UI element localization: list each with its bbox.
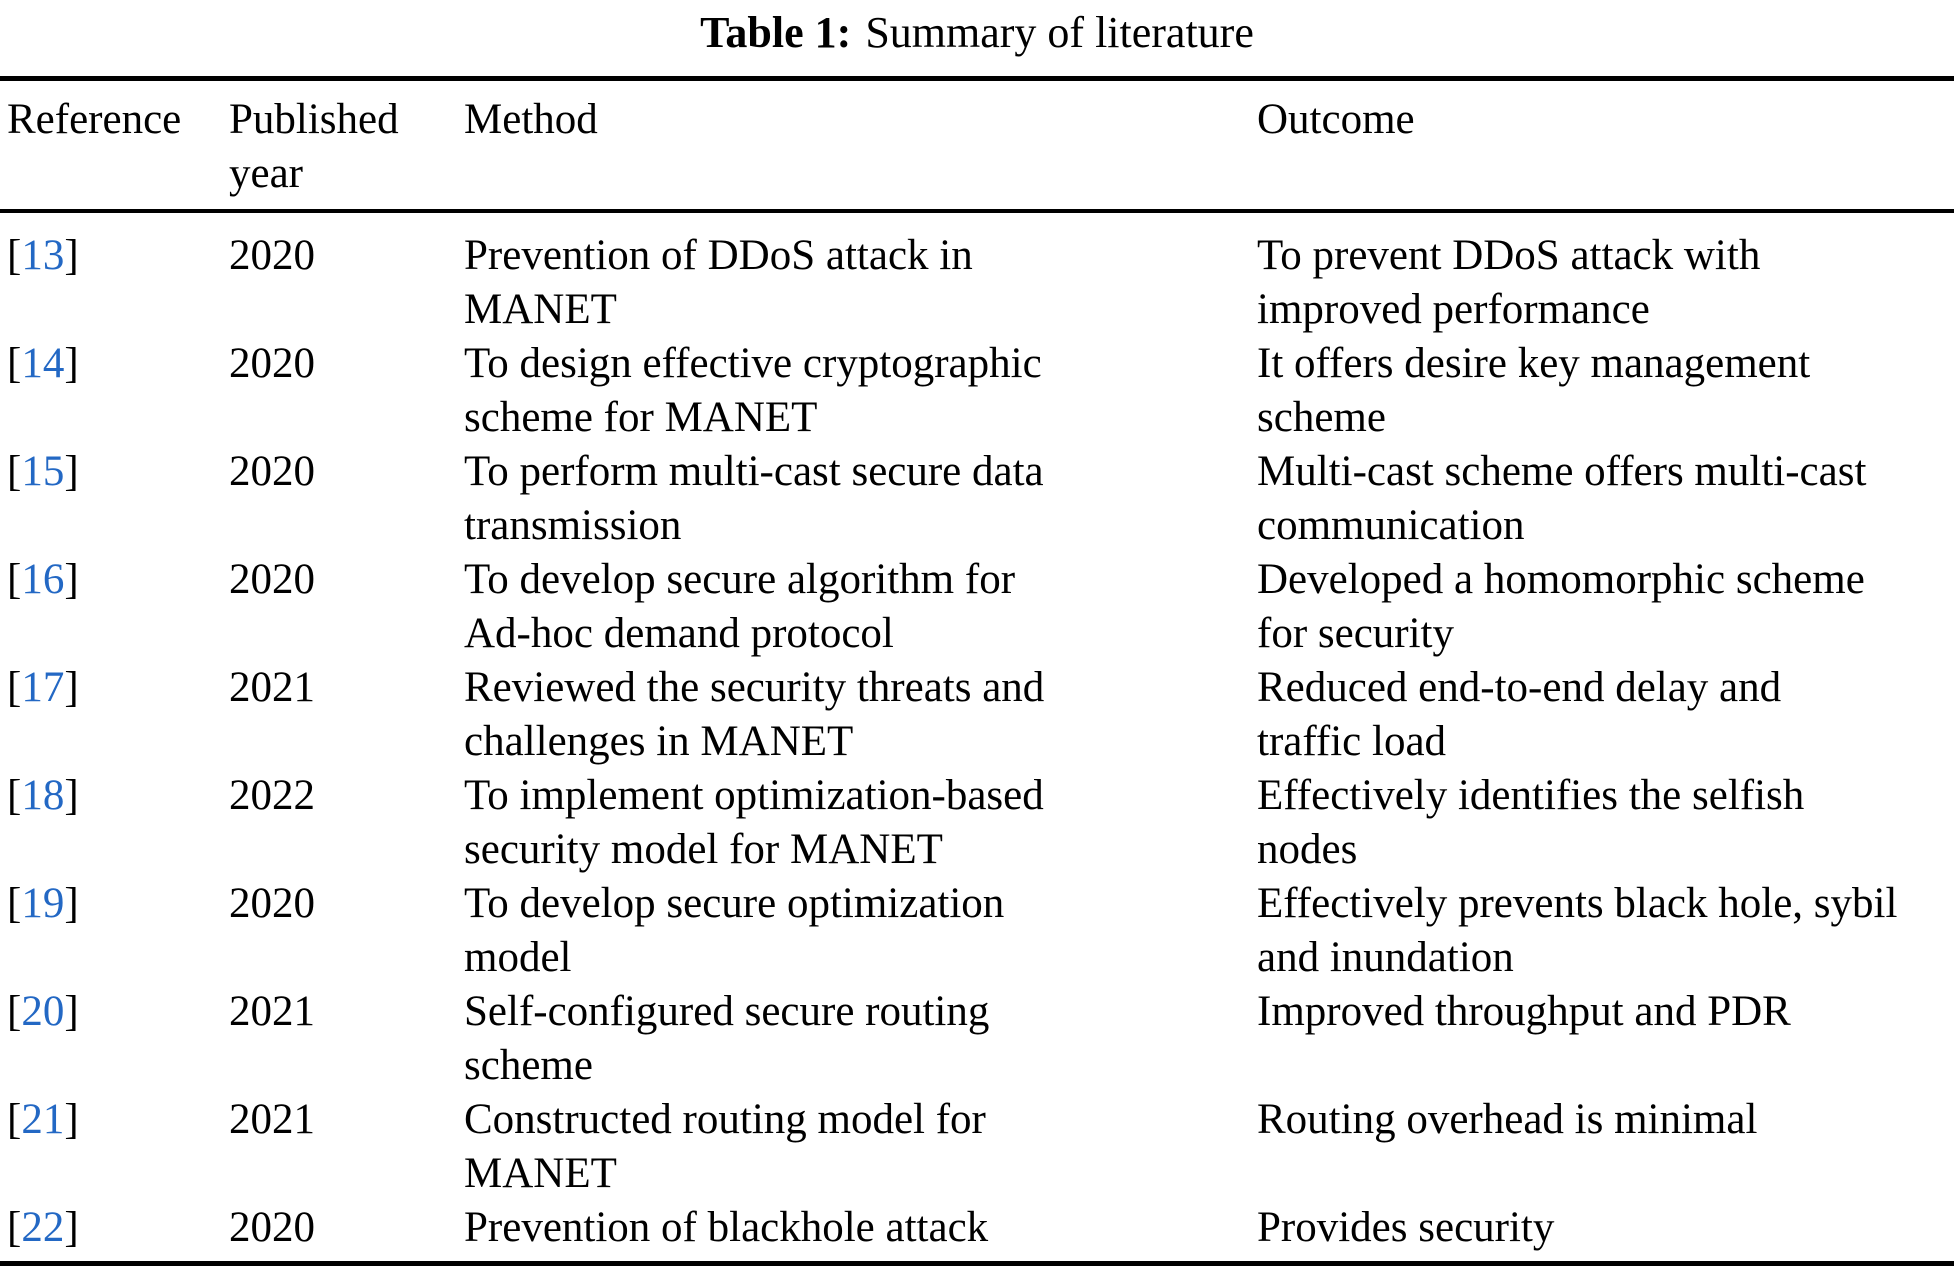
year-cell: 2020: [229, 1204, 315, 1251]
citation-bracket-close: ]: [64, 880, 79, 927]
citation-link[interactable]: 16: [21, 556, 65, 603]
citation-link[interactable]: 18: [21, 772, 65, 819]
table-row: [22] 2020 Prevention of blackhole attack…: [0, 1201, 1954, 1264]
citation-link[interactable]: 14: [21, 340, 65, 387]
table-row: [19] 2020 To develop secure optimization…: [0, 877, 1954, 985]
citation-bracket-close: ]: [64, 664, 79, 711]
table-caption-title: Summary of literature: [865, 8, 1254, 57]
year-cell: 2020: [229, 448, 315, 495]
citation-link[interactable]: 15: [21, 448, 65, 495]
method-cell: Constructed routing model for MANET: [464, 1096, 986, 1197]
method-cell: Prevention of blackhole attack: [464, 1204, 989, 1251]
citation-bracket-open: [: [7, 664, 22, 711]
method-cell: To develop secure algorithm for Ad-hoc d…: [464, 556, 1016, 657]
citation-bracket-open: [: [7, 232, 22, 279]
reference-cell: [14]: [0, 337, 229, 445]
table-row: [17] 2021 Reviewed the security threats …: [0, 661, 1954, 769]
citation-link[interactable]: 19: [21, 880, 65, 927]
table-row: [16] 2020 To develop secure algorithm fo…: [0, 553, 1954, 661]
citation-bracket-open: [: [7, 1096, 22, 1143]
year-cell: 2022: [229, 772, 315, 819]
method-cell: To implement optimization-based security…: [464, 772, 1044, 873]
citation-bracket-close: ]: [64, 448, 79, 495]
citation-bracket-open: [: [7, 448, 22, 495]
reference-cell: [20]: [0, 985, 229, 1093]
year-cell: 2020: [229, 880, 315, 927]
table-caption: Table 1: Summary of literature: [0, 6, 1954, 60]
outcome-cell: To prevent DDoS attack with improved per…: [1257, 232, 1761, 333]
table-row: [13] 2020 Prevention of DDoS attack in M…: [0, 211, 1954, 337]
citation-link[interactable]: 22: [21, 1204, 65, 1251]
method-cell: To design effective cryptographic scheme…: [464, 340, 1042, 441]
column-header-outcome: Outcome: [1257, 78, 1954, 213]
citation-link[interactable]: 20: [21, 988, 65, 1035]
reference-cell: [19]: [0, 877, 229, 985]
outcome-cell: Multi-cast scheme offers multi-cast comm…: [1257, 448, 1867, 549]
table-row: [15] 2020 To perform multi-cast secure d…: [0, 445, 1954, 553]
method-cell: Self-configured secure routing scheme: [464, 988, 990, 1089]
citation-bracket-close: ]: [64, 1096, 79, 1143]
citation-bracket-close: ]: [64, 340, 79, 387]
citation-bracket-open: [: [7, 340, 22, 387]
outcome-cell: Provides security: [1257, 1204, 1555, 1251]
column-header-method: Method: [464, 78, 1257, 213]
year-cell: 2021: [229, 988, 315, 1035]
year-cell: 2020: [229, 340, 315, 387]
year-cell: 2020: [229, 232, 315, 279]
method-cell: To develop secure optimization model: [464, 880, 1005, 981]
citation-bracket-close: ]: [64, 772, 79, 819]
reference-cell: [16]: [0, 553, 229, 661]
citation-bracket-open: [: [7, 556, 22, 603]
citation-link[interactable]: 21: [21, 1096, 65, 1143]
reference-cell: [13]: [0, 211, 229, 337]
table-row: [14] 2020 To design effective cryptograp…: [0, 337, 1954, 445]
citation-bracket-close: ]: [64, 556, 79, 603]
outcome-cell: It offers desire key management scheme: [1257, 340, 1811, 441]
citation-bracket-open: [: [7, 1204, 22, 1251]
year-cell: 2021: [229, 664, 315, 711]
year-cell: 2020: [229, 556, 315, 603]
table-header-row: Reference Published year Method Outcome: [0, 78, 1954, 213]
reference-cell: [21]: [0, 1093, 229, 1201]
outcome-cell: Improved throughput and PDR: [1257, 988, 1791, 1035]
citation-link[interactable]: 13: [21, 232, 65, 279]
citation-bracket-close: ]: [64, 988, 79, 1035]
citation-bracket-open: [: [7, 988, 22, 1035]
table-caption-label: Table 1:: [700, 8, 852, 57]
table-row: [18] 2022 To implement optimization-base…: [0, 769, 1954, 877]
citation-bracket-close: ]: [64, 232, 79, 279]
reference-cell: [17]: [0, 661, 229, 769]
literature-summary-table: Reference Published year Method Outcome …: [0, 76, 1954, 1266]
outcome-cell: Developed a homomorphic scheme for secur…: [1257, 556, 1865, 657]
citation-link[interactable]: 17: [21, 664, 65, 711]
citation-bracket-open: [: [7, 772, 22, 819]
column-header-published-year: Published year: [229, 78, 464, 213]
outcome-cell: Routing overhead is minimal: [1257, 1096, 1758, 1143]
table-row: [21] 2021 Constructed routing model for …: [0, 1093, 1954, 1201]
citation-bracket-open: [: [7, 880, 22, 927]
year-cell: 2021: [229, 1096, 315, 1143]
outcome-cell: Reduced end-to-end delay and traffic loa…: [1257, 664, 1782, 765]
method-cell: Prevention of DDoS attack in MANET: [464, 232, 973, 333]
method-cell: To perform multi-cast secure data transm…: [464, 448, 1044, 549]
table-row: [20] 2021 Self-configured secure routing…: [0, 985, 1954, 1093]
reference-cell: [18]: [0, 769, 229, 877]
outcome-cell: Effectively prevents black hole, sybil a…: [1257, 880, 1898, 981]
reference-cell: [15]: [0, 445, 229, 553]
column-header-reference: Reference: [0, 78, 229, 213]
method-cell: Reviewed the security threats and challe…: [464, 664, 1045, 765]
reference-cell: [22]: [0, 1201, 229, 1264]
outcome-cell: Effectively identifies the selfish nodes: [1257, 772, 1805, 873]
citation-bracket-close: ]: [64, 1204, 79, 1251]
